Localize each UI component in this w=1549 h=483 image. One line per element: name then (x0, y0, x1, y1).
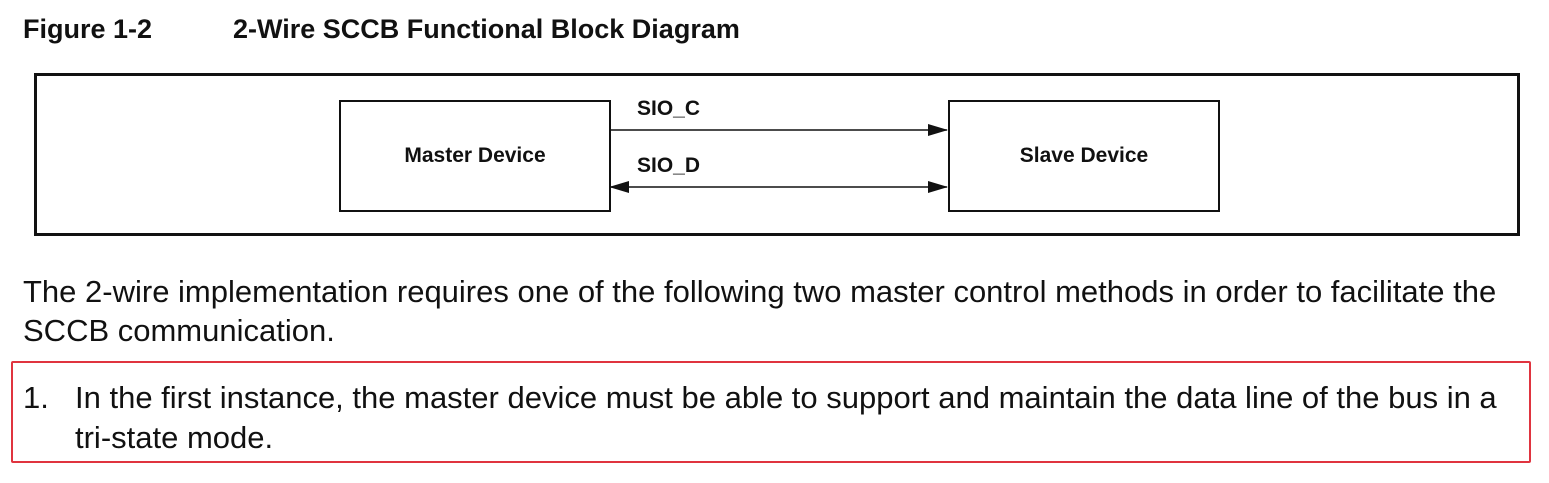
body-paragraph: The 2-wire implementation requires one o… (23, 274, 1497, 348)
master-device-block: Master Device (339, 100, 611, 212)
signal-wires (609, 124, 948, 193)
list-number: 1. (23, 380, 49, 415)
slave-device-block: Slave Device (948, 100, 1220, 212)
figure-caption: Figure 1-2 2-Wire SCCB Functional Block … (23, 10, 1223, 48)
sio-c-label: SIO_C (637, 97, 701, 120)
figure-title: 2-Wire SCCB Functional Block Diagram (233, 14, 740, 44)
block-diagram: Master Device Slave Device SIO_C SIO_D (34, 73, 1520, 236)
master-device-label: Master Device (404, 144, 546, 167)
list-text: In the first instance, the master device… (75, 380, 1497, 455)
sio-d-label: SIO_D (637, 154, 701, 177)
highlight-box (11, 361, 1531, 463)
slave-device-label: Slave Device (1019, 144, 1149, 167)
figure-number: Figure 1-2 (23, 14, 153, 44)
